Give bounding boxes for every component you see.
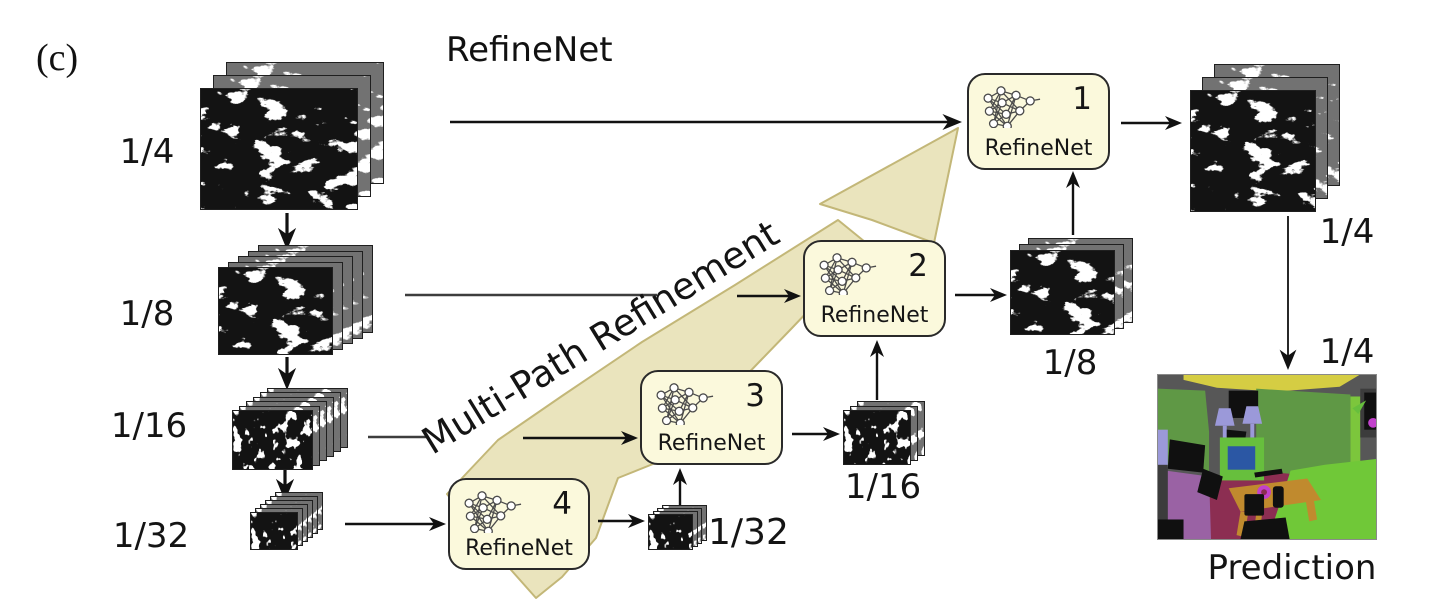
refinenet-block-3-label: RefineNet	[657, 431, 766, 456]
feature-map-layer	[843, 410, 911, 465]
feature-map-layer	[1190, 90, 1316, 212]
output-scale-label-1-4: 1/4	[1319, 212, 1375, 252]
output-scale-label-1-32: 1/32	[708, 512, 789, 553]
arrow-refinenet-2-output	[955, 288, 1007, 302]
arrow-refinenet-1-output	[1121, 116, 1182, 130]
feature-map-layer	[232, 410, 313, 470]
arrow-1-8-to-refinenet-1	[1066, 171, 1080, 235]
arrow-refinenet-4-output	[598, 514, 645, 528]
feature-map-layer	[218, 267, 333, 355]
feature-map-layer	[250, 512, 298, 550]
prediction-caption: Prediction	[1207, 548, 1377, 588]
arrow-input-1-16-to-refinenet-3	[523, 431, 638, 445]
refinenet-block-4: 4 RefineNet	[448, 478, 590, 570]
arrow-input-1-4-to-refinenet-1	[450, 113, 962, 131]
refinenet-block-4-label: RefineNet	[465, 536, 573, 561]
arrow-downsample-1-16-to-1-32	[275, 470, 295, 501]
input-scale-label-1-16: 1/16	[110, 406, 188, 446]
feature-map-layer	[1010, 250, 1115, 335]
multipath-arrow-head	[819, 127, 959, 244]
refinenet-block-2-number: 2	[908, 248, 928, 284]
diagram-title: RefineNet	[446, 30, 613, 70]
arrow-refinenet-3-output	[792, 427, 840, 441]
refinenet-block-2-label: RefineNet	[820, 303, 929, 328]
feature-map-layer	[200, 88, 358, 210]
arrow-input-1-32-to-refinenet-4	[345, 517, 446, 531]
input-scale-label-1-8: 1/8	[119, 294, 175, 334]
output-scale-label-1-16: 1/16	[844, 467, 922, 507]
arrow-input-1-8-to-refinenet-2	[737, 289, 801, 303]
refinenet-block-1-label: RefineNet	[984, 136, 1093, 161]
refinenet-block-1: 1 RefineNet	[967, 73, 1110, 170]
refinenet-block-3-number: 3	[745, 378, 765, 414]
refinenet-block-2: 2 RefineNet	[803, 240, 946, 337]
prediction-scale-label: 1/4	[1319, 332, 1375, 372]
neural-network-icon	[819, 253, 877, 295]
prediction-image	[1157, 374, 1377, 540]
refinenet-block-4-number: 4	[552, 486, 572, 522]
input-scale-label-1-32: 1/32	[112, 516, 190, 556]
arrow-1-32-to-refinenet-3	[673, 468, 687, 508]
arrow-1-16-to-refinenet-2	[870, 340, 884, 400]
neural-network-icon	[656, 383, 714, 425]
arrow-downsample-1-4-to-1-8	[277, 213, 297, 250]
neural-network-icon	[983, 86, 1041, 128]
panel-label: (c)	[36, 37, 79, 79]
feature-map-layer	[648, 514, 693, 550]
arrow-output-to-prediction	[1279, 216, 1297, 370]
neural-network-icon	[464, 491, 522, 533]
input-scale-label-1-4: 1/4	[119, 132, 175, 172]
refinenet-block-1-number: 1	[1072, 81, 1092, 117]
output-scale-label-1-8: 1/8	[1042, 343, 1098, 383]
refinenet-block-3: 3 RefineNet	[640, 370, 783, 465]
arrow-downsample-1-8-to-1-16	[277, 357, 297, 390]
